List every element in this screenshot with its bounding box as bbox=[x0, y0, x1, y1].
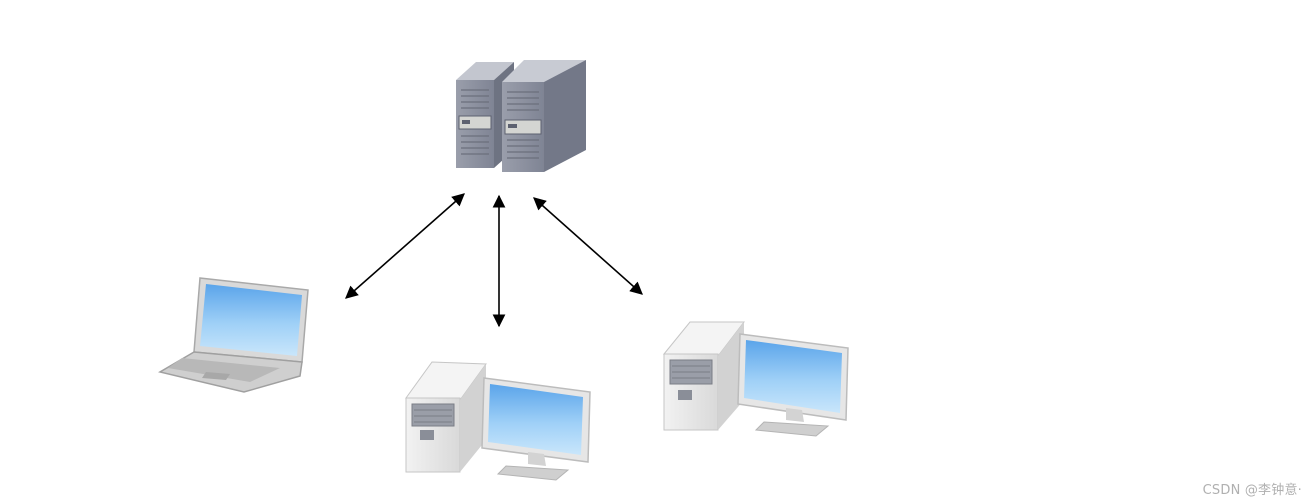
desktop-computer-icon bbox=[405, 361, 591, 481]
link-server-desktop-right bbox=[533, 197, 643, 295]
link-server-laptop bbox=[345, 193, 465, 299]
server-tower-icon bbox=[456, 60, 586, 172]
desktop-computer-icon bbox=[662, 321, 849, 437]
watermark: CSDN @李钟意· bbox=[1202, 483, 1302, 498]
laptop-icon bbox=[158, 277, 309, 393]
